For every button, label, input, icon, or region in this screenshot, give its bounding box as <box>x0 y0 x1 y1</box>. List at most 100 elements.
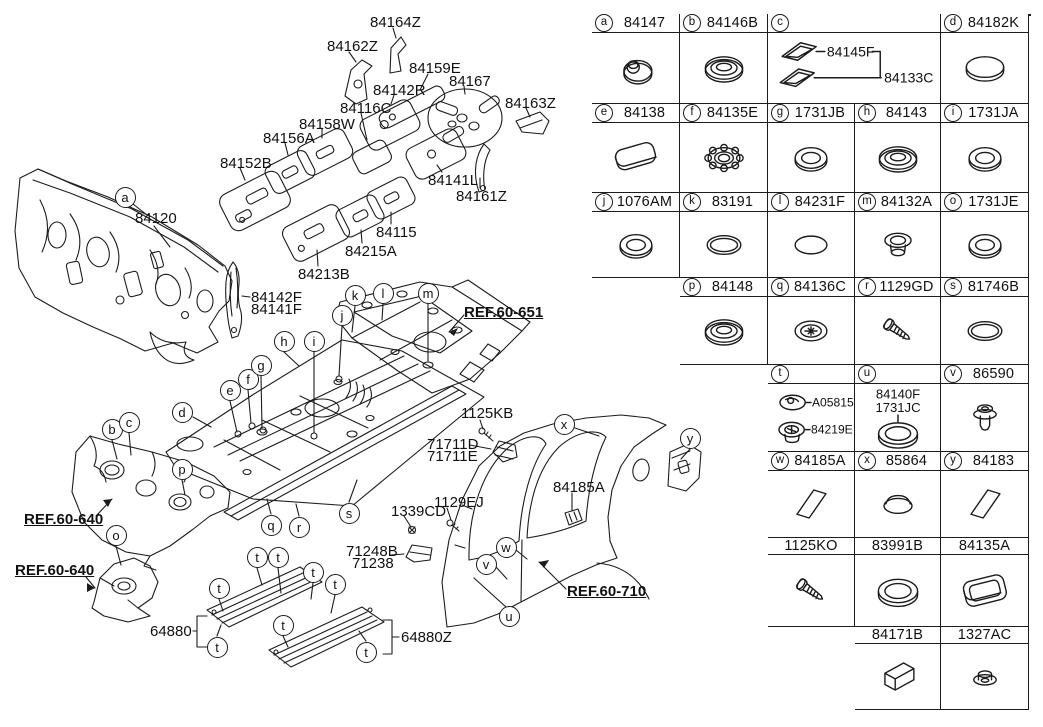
sheet-icon <box>796 489 827 519</box>
cell-body <box>768 555 854 626</box>
svg-text:84140F: 84140F <box>875 386 919 401</box>
callout-letter-b: b <box>683 14 701 32</box>
part-label: 84167 <box>449 73 491 90</box>
parts-cell-a: a 84147 <box>592 14 680 104</box>
callout-letter-l: l <box>771 193 789 211</box>
part-number: 84146B <box>706 15 759 31</box>
callout-letter-h: h <box>858 104 876 122</box>
part-label: 84120 <box>135 210 177 227</box>
part-number: 84147 <box>623 15 666 31</box>
oring-icon <box>706 234 741 255</box>
ring-icon <box>794 146 828 172</box>
bolt-icon <box>795 577 824 600</box>
callout-letter-j: j <box>595 193 613 211</box>
ref-label: REF.60-651 <box>464 304 544 321</box>
frame-icon <box>962 573 1007 607</box>
ellipse-icon <box>794 234 828 255</box>
pad-icon <box>614 141 657 170</box>
oval3-icon <box>878 145 917 173</box>
parts-cell-l: l 84231F <box>768 193 855 278</box>
part-label: 84115 <box>376 224 417 241</box>
part-label: 84142F <box>251 289 302 306</box>
callout-letter-u: u <box>858 365 876 383</box>
cell-body <box>855 123 940 192</box>
cell-body <box>855 555 940 626</box>
cell-header: t <box>768 365 854 384</box>
callout-letter-a: a <box>595 14 613 32</box>
cell-header: b 84146B <box>680 14 767 33</box>
part-number: 85864 <box>885 453 928 469</box>
part-label: 84213B <box>298 266 350 283</box>
part-label: 1129EJ <box>434 494 484 511</box>
callout-j: j <box>331 304 353 326</box>
parts-cell-b: b 84146B <box>680 14 768 104</box>
cell-body <box>768 123 854 192</box>
ref-label: REF.60-640 <box>24 511 104 528</box>
callout-letter-o: o <box>944 193 962 211</box>
callout-g: g <box>250 354 272 376</box>
callout-s: s <box>338 502 360 524</box>
callout-a: a <box>114 186 136 208</box>
part-number: 1731JB <box>794 105 846 121</box>
part-label: 84215A <box>345 243 397 260</box>
part-label: 84162Z <box>327 38 378 55</box>
cell-body <box>941 297 1028 364</box>
parts-cell-1327AC: 1327AC <box>941 627 1029 710</box>
part-number: 86590 <box>972 366 1015 382</box>
sheet-icon <box>969 489 1001 519</box>
callout-i: i <box>303 330 325 352</box>
callout-t: t <box>355 641 377 663</box>
cell-body <box>592 33 679 103</box>
cell-body <box>941 123 1028 192</box>
callout-t: t <box>206 636 228 658</box>
part-label: 84152B <box>220 155 272 172</box>
cell-header: u <box>855 365 940 384</box>
part-number: 1731JE <box>968 194 1019 210</box>
bolt-icon <box>882 317 910 340</box>
callout-letter-g: g <box>771 104 789 122</box>
cell-header: 84135A <box>941 538 1028 555</box>
ring-icon <box>618 233 653 259</box>
callout-d: d <box>171 401 193 423</box>
callout-letter-y: y <box>944 452 962 470</box>
part-label: 84163Z <box>505 95 556 112</box>
part-label: 64880 <box>150 623 192 640</box>
parts-cell-84171B: 84171B <box>855 627 941 710</box>
callout-letter-d: d <box>944 14 962 32</box>
part-number: 83991B <box>871 538 924 554</box>
cell-body <box>768 297 854 364</box>
cell-body <box>680 123 767 192</box>
part-number: 84138 <box>623 105 666 121</box>
parts-cell-g: g 1731JB <box>768 104 855 193</box>
cell-header: g 1731JB <box>768 104 854 123</box>
cell-body <box>855 644 940 709</box>
part-number: 84135E <box>706 105 759 121</box>
callout-e: e <box>219 379 241 401</box>
rivet-icon <box>972 403 997 431</box>
callout-x: x <box>553 413 575 435</box>
part-number: 84231F <box>794 194 846 210</box>
part-label: 84141L <box>428 172 479 189</box>
callout-l: l <box>372 282 394 304</box>
callout-letter-r: r <box>858 278 876 296</box>
callout-t: t <box>208 577 230 599</box>
part-label: 84185A <box>553 479 605 496</box>
